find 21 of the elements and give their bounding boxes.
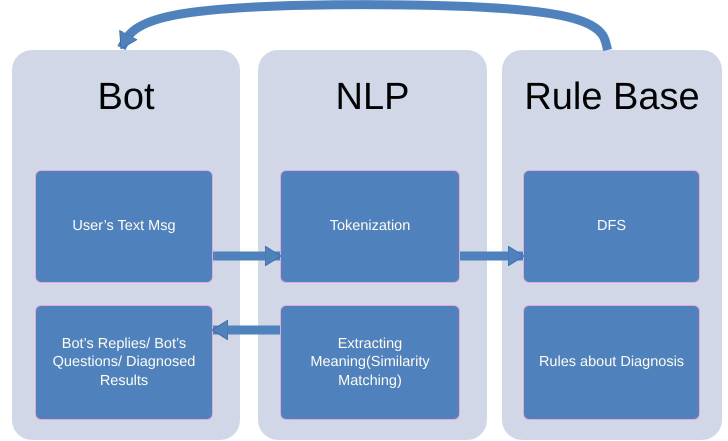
column-panel xyxy=(502,50,722,440)
box-label: User’s Text Msg xyxy=(72,217,176,236)
process-box xyxy=(523,170,700,283)
process-box xyxy=(523,305,700,420)
column-title: Rule Base xyxy=(524,76,700,119)
arrow xyxy=(460,246,524,266)
process-box xyxy=(280,170,460,283)
column-panel xyxy=(258,50,487,440)
column-title: NLP xyxy=(336,76,410,119)
process-box xyxy=(35,170,213,283)
process-box xyxy=(280,305,460,420)
process-box xyxy=(35,305,213,420)
box-label: DFS xyxy=(597,217,626,236)
box-label: Tokenization xyxy=(330,217,410,236)
column-title: Bot xyxy=(97,76,155,119)
arrow xyxy=(213,246,282,266)
arrow xyxy=(212,320,280,340)
box-label: Bot’s Replies/ Bot’s Questions/ Diagnosed Results xyxy=(52,335,196,390)
column-panel xyxy=(12,50,240,440)
box-label: Rules about Diagnosis xyxy=(538,353,684,372)
box-label: Extracting Meaning(Similarity Matching) xyxy=(309,335,431,390)
